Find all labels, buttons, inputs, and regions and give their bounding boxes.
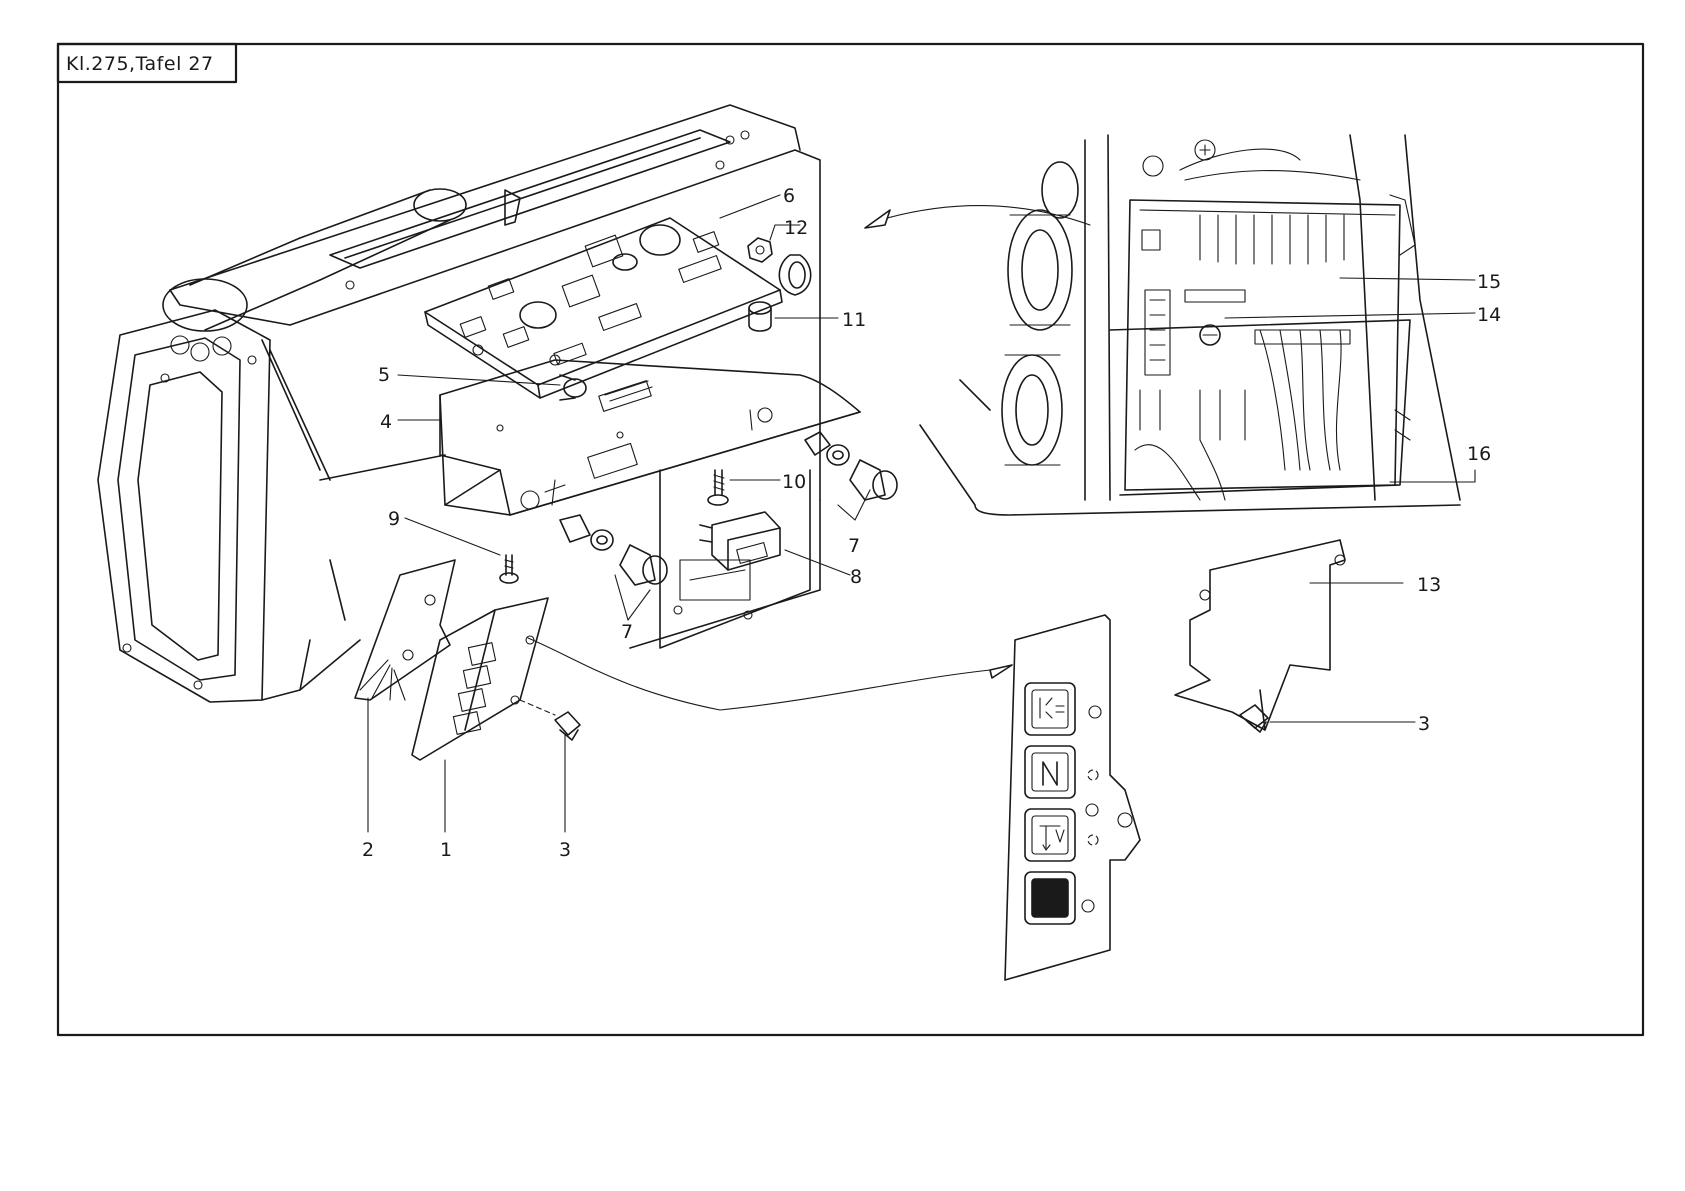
callout-4: 4 — [380, 411, 392, 433]
callout-12: 12 — [784, 217, 808, 239]
screw-9 — [500, 555, 518, 583]
callout-15: 15 — [1477, 271, 1501, 293]
leader-lines — [368, 195, 1475, 832]
callout-8: 8 — [850, 566, 862, 588]
callout-labels: 6 12 11 5 4 10 7 8 7 9 2 1 3 15 14 16 13… — [362, 185, 1501, 861]
cover-part — [1175, 540, 1345, 732]
callout-11: 11 — [842, 309, 866, 331]
sockets-and-nuts — [560, 238, 897, 585]
side-detail-view — [865, 135, 1460, 515]
callout-16: 16 — [1467, 443, 1491, 465]
callout-13: 13 — [1417, 574, 1441, 596]
machine-head — [98, 105, 820, 702]
keypad-assembly — [355, 560, 580, 760]
callout-7-left: 7 — [621, 621, 633, 643]
sheet-title: Kl.275,Tafel 27 — [66, 53, 214, 75]
callout-9: 9 — [388, 508, 400, 530]
callout-7-right: 7 — [848, 535, 860, 557]
callout-3-left: 3 — [559, 839, 571, 861]
callout-2: 2 — [362, 839, 374, 861]
callout-3-right: 3 — [1418, 713, 1430, 735]
callout-1: 1 — [440, 839, 452, 861]
callout-14: 14 — [1477, 304, 1501, 326]
keypad-plate-detail — [528, 615, 1140, 980]
switch-and-screw — [700, 470, 780, 570]
callout-6: 6 — [783, 185, 795, 207]
callout-10: 10 — [782, 471, 806, 493]
callout-5: 5 — [378, 364, 390, 386]
